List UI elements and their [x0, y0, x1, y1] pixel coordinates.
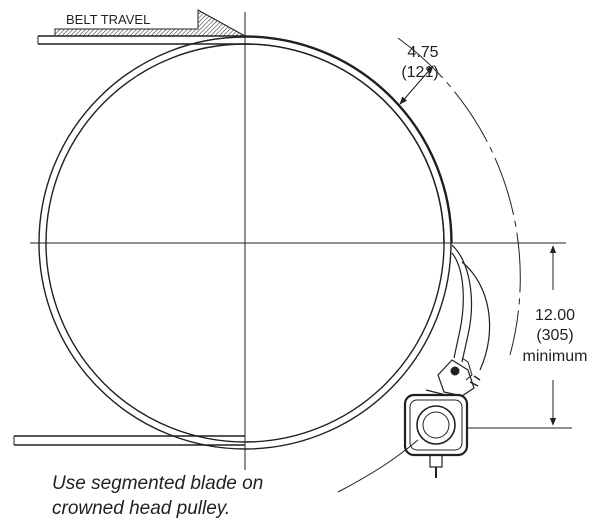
height-note: minimum	[523, 348, 588, 365]
cleaner-tensioner	[403, 357, 481, 478]
clearance-mm: (121)	[401, 64, 438, 81]
bottom-belt	[13, 435, 245, 446]
caption-line-2: crowned head pulley.	[52, 498, 230, 519]
height-inches: 12.00	[535, 307, 575, 324]
height-mm: (305)	[536, 327, 573, 344]
belt-travel-arrow	[54, 9, 246, 37]
center-lines	[30, 12, 566, 470]
clearance-dimension-arrow	[399, 65, 434, 105]
belt-travel-label: BELT TRAVEL	[66, 12, 150, 27]
caption-line-1: Use segmented blade on	[52, 473, 263, 494]
caption-leader	[337, 439, 419, 493]
belt-wrap	[244, 35, 453, 244]
clearance-arc	[397, 37, 521, 356]
cleaner-blade	[451, 244, 491, 371]
height-dimension	[468, 245, 572, 429]
clearance-inches: 4.75	[407, 44, 438, 61]
